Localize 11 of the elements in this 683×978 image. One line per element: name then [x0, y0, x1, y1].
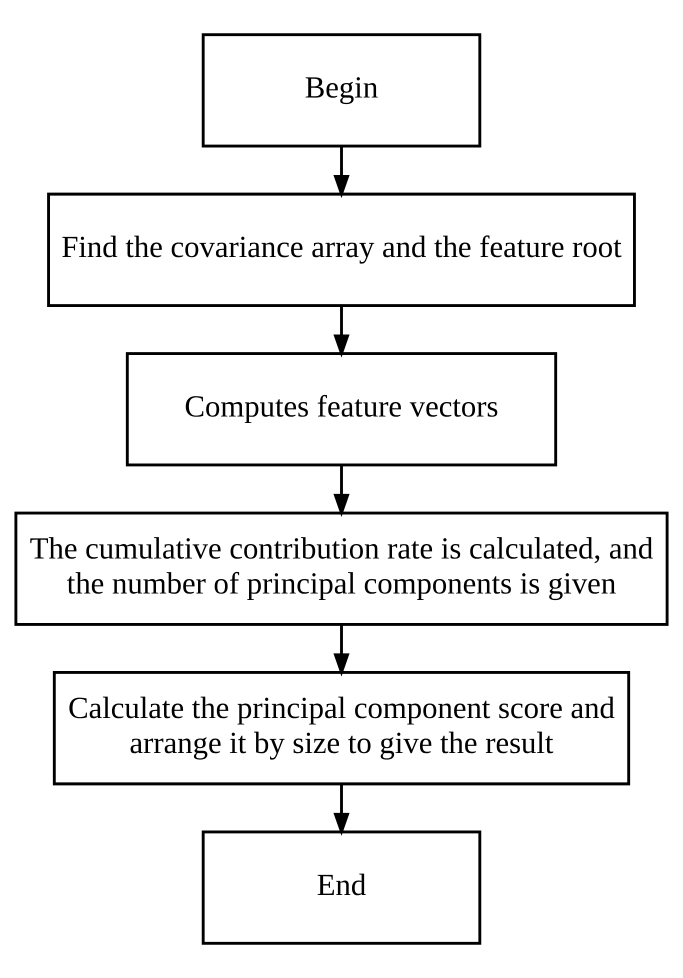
arrow	[333, 466, 350, 518]
arrow	[333, 306, 350, 358]
node-box: End	[202, 830, 482, 945]
node-box: Find the covariance array and the feature root	[47, 192, 636, 307]
node-box: The cumulative contribution rate is calculated, and the number of principal components is given	[14, 512, 669, 626]
arrow	[333, 625, 350, 676]
node-box: Begin	[202, 33, 482, 148]
arrow	[333, 784, 350, 836]
node-box: Calculate the principal component score and arrange it by size to give the result	[52, 671, 630, 786]
node-box: Computes feature vectors	[126, 352, 558, 466]
arrow	[333, 146, 350, 198]
